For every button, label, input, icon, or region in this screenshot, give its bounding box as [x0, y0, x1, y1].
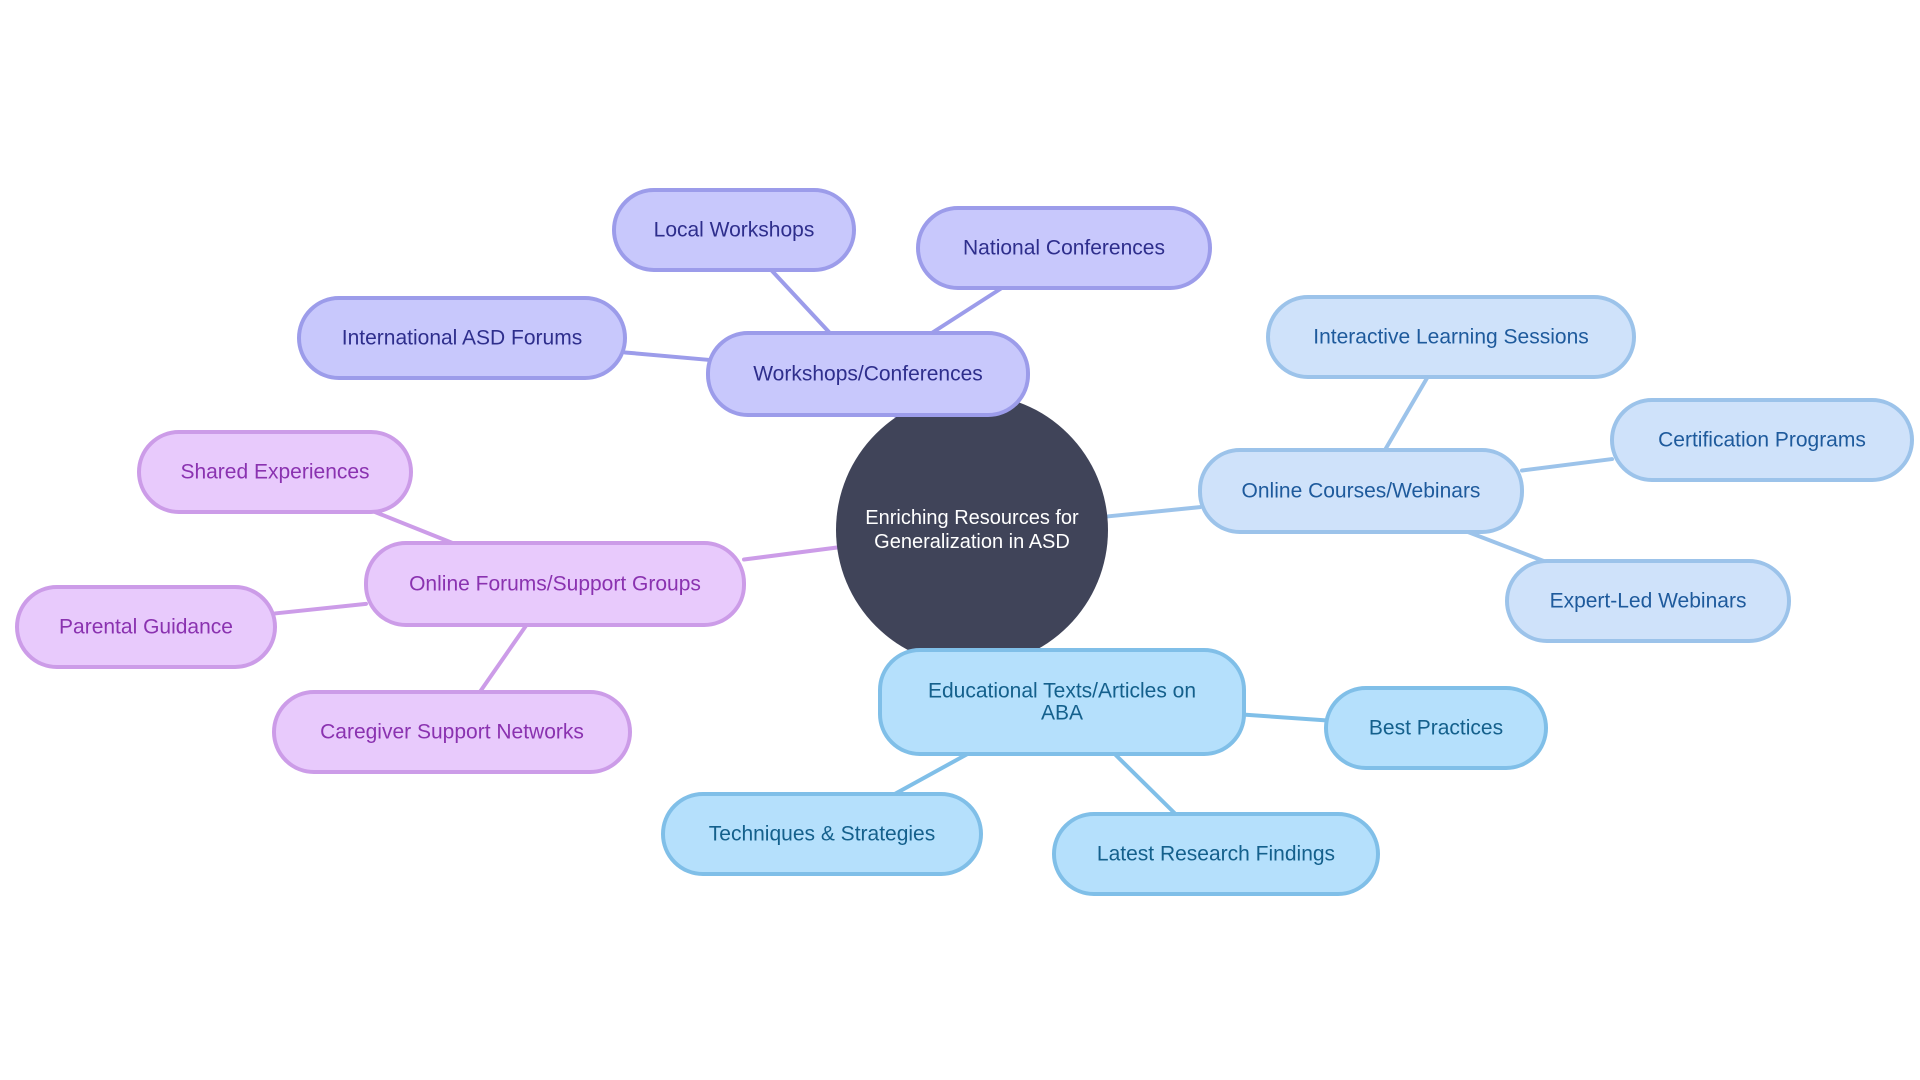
- node-forums[interactable]: Online Forums/Support Groups: [364, 541, 746, 627]
- node-certification[interactable]: Certification Programs: [1610, 398, 1914, 482]
- node-techniques-label: Techniques & Strategies: [709, 823, 935, 846]
- node-shared-label: Shared Experiences: [180, 461, 369, 484]
- node-parental-shape: [15, 585, 277, 669]
- node-parental-label: Parental Guidance: [59, 616, 233, 639]
- edge-workshops-international: [623, 350, 710, 362]
- node-online-courses-label: Online Courses/Webinars: [1242, 480, 1481, 503]
- node-national[interactable]: National Conferences: [916, 206, 1212, 290]
- node-caregiver[interactable]: Caregiver Support Networks: [272, 690, 632, 774]
- edge-online-courses-certification: [1520, 457, 1614, 473]
- node-interactive-shape: [1266, 295, 1636, 379]
- node-best[interactable]: Best Practices: [1324, 686, 1548, 770]
- node-educational-shape: [878, 648, 1246, 756]
- edge-workshops-national: [929, 286, 1004, 335]
- node-expert-label: Expert-Led Webinars: [1550, 590, 1747, 613]
- node-caregiver-label: Caregiver Support Networks: [320, 721, 584, 744]
- edge-forums-caregiver: [477, 623, 529, 694]
- node-research[interactable]: Latest Research Findings: [1052, 812, 1380, 896]
- node-best-label: Best Practices: [1369, 717, 1503, 740]
- node-interactive-label: Interactive Learning Sessions: [1313, 326, 1589, 349]
- node-techniques[interactable]: Techniques & Strategies: [661, 792, 983, 876]
- node-research-shape: [1052, 812, 1380, 896]
- node-forums-shape: [364, 541, 746, 627]
- node-interactive[interactable]: Interactive Learning Sessions: [1266, 295, 1636, 379]
- node-expert[interactable]: Expert-Led Webinars: [1505, 559, 1791, 643]
- node-local[interactable]: Local Workshops: [612, 188, 856, 272]
- node-educational-label: Educational Texts/Articles on: [928, 680, 1196, 703]
- node-expert-shape: [1505, 559, 1791, 643]
- node-certification-shape: [1610, 398, 1914, 482]
- connector-layer: [273, 268, 1614, 816]
- node-certification-label: Certification Programs: [1658, 429, 1866, 452]
- node-international-label: International ASD Forums: [342, 327, 582, 350]
- node-caregiver-shape: [272, 690, 632, 774]
- center-node-label: Enriching Resources for: [865, 507, 1079, 529]
- node-educational-label: ABA: [1041, 702, 1083, 725]
- edge-educational-best: [1242, 712, 1328, 723]
- node-national-label: National Conferences: [963, 237, 1165, 260]
- node-online-courses-shape: [1198, 448, 1524, 534]
- node-shared-shape: [137, 430, 413, 514]
- node-international-shape: [297, 296, 627, 380]
- edge-educational-research: [1112, 752, 1178, 816]
- edge-online-courses-expert: [1465, 530, 1546, 563]
- node-parental[interactable]: Parental Guidance: [15, 585, 277, 669]
- edge-online-courses-interactive: [1382, 375, 1430, 452]
- center-node-circle: [836, 394, 1108, 666]
- edge-center-forums: [742, 545, 840, 562]
- node-national-shape: [916, 206, 1212, 290]
- node-workshops-shape: [706, 331, 1030, 417]
- edge-educational-techniques: [892, 752, 970, 796]
- node-workshops[interactable]: Workshops/Conferences: [706, 331, 1030, 417]
- edge-forums-shared: [373, 510, 455, 545]
- edge-center-online-courses: [1105, 505, 1202, 519]
- edge-forums-parental: [273, 601, 368, 616]
- node-shared[interactable]: Shared Experiences: [137, 430, 413, 514]
- node-local-label: Local Workshops: [654, 219, 815, 242]
- center-node-label: Generalization in ASD: [874, 531, 1070, 553]
- node-international[interactable]: International ASD Forums: [297, 296, 627, 380]
- node-online-courses[interactable]: Online Courses/Webinars: [1198, 448, 1524, 534]
- node-local-shape: [612, 188, 856, 272]
- node-best-shape: [1324, 686, 1548, 770]
- node-research-label: Latest Research Findings: [1097, 843, 1335, 866]
- edge-workshops-local: [769, 268, 832, 335]
- node-workshops-label: Workshops/Conferences: [753, 363, 983, 386]
- node-techniques-shape: [661, 792, 983, 876]
- node-forums-label: Online Forums/Support Groups: [409, 573, 701, 596]
